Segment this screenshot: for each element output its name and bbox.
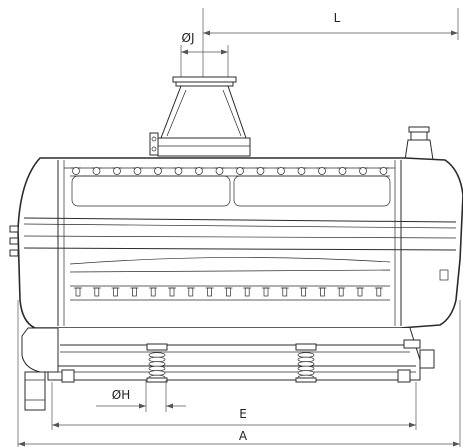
dimension-e-label: E: [239, 407, 247, 421]
upper-ring: [255, 167, 266, 175]
inlet-hopper: [149, 76, 251, 157]
upper-ring: [173, 167, 184, 175]
upper-ring: [71, 167, 81, 175]
lower-ring: [280, 287, 289, 297]
lower-ring: [374, 287, 383, 297]
dimension-a-label: A: [239, 429, 248, 443]
lower-ring: [262, 287, 270, 297]
outlet-nozzle: [404, 126, 434, 161]
upper-ring: [112, 167, 122, 175]
upper-ring: [132, 167, 143, 175]
upper-ring: [378, 167, 389, 175]
spring: [146, 343, 168, 383]
lower-ring: [74, 287, 82, 297]
lower-ring: [243, 287, 252, 297]
upper-ring: [214, 167, 225, 175]
lower-ring: [337, 287, 346, 297]
base-frame: [21, 327, 435, 411]
upper-ring: [296, 167, 307, 175]
dimension-e: E: [51, 382, 417, 430]
upper-ring: [153, 167, 163, 175]
lower-ring-row: [74, 287, 383, 297]
lower-ring: [224, 287, 233, 297]
lower-ring: [111, 287, 120, 297]
dimension-h: ØH: [96, 380, 186, 412]
lower-ring: [186, 287, 195, 297]
upper-ring: [276, 167, 286, 175]
spring: [295, 343, 317, 383]
dimension-l-label: L: [334, 11, 341, 25]
dimension-j-label: ØJ: [182, 31, 195, 45]
dimension-a: A: [17, 300, 461, 447]
upper-ring: [337, 167, 348, 175]
upper-ring: [194, 167, 204, 175]
lower-ring: [205, 287, 214, 297]
lower-ring: [149, 287, 158, 297]
upper-ring-row: [71, 167, 389, 175]
lower-ring: [92, 287, 101, 297]
dimension-j: ØJ: [180, 31, 229, 80]
upper-ring: [358, 167, 368, 175]
lower-ring: [168, 287, 176, 297]
machine-body: [9, 157, 463, 329]
upper-ring: [317, 167, 327, 175]
upper-ring: [235, 167, 245, 175]
lower-ring: [356, 287, 364, 297]
dimension-h-label: ØH: [112, 388, 130, 402]
spring-mounts: [146, 343, 317, 383]
upper-ring: [91, 167, 102, 175]
lower-ring: [318, 287, 327, 297]
lower-ring: [130, 287, 139, 297]
lower-ring: [299, 287, 308, 297]
